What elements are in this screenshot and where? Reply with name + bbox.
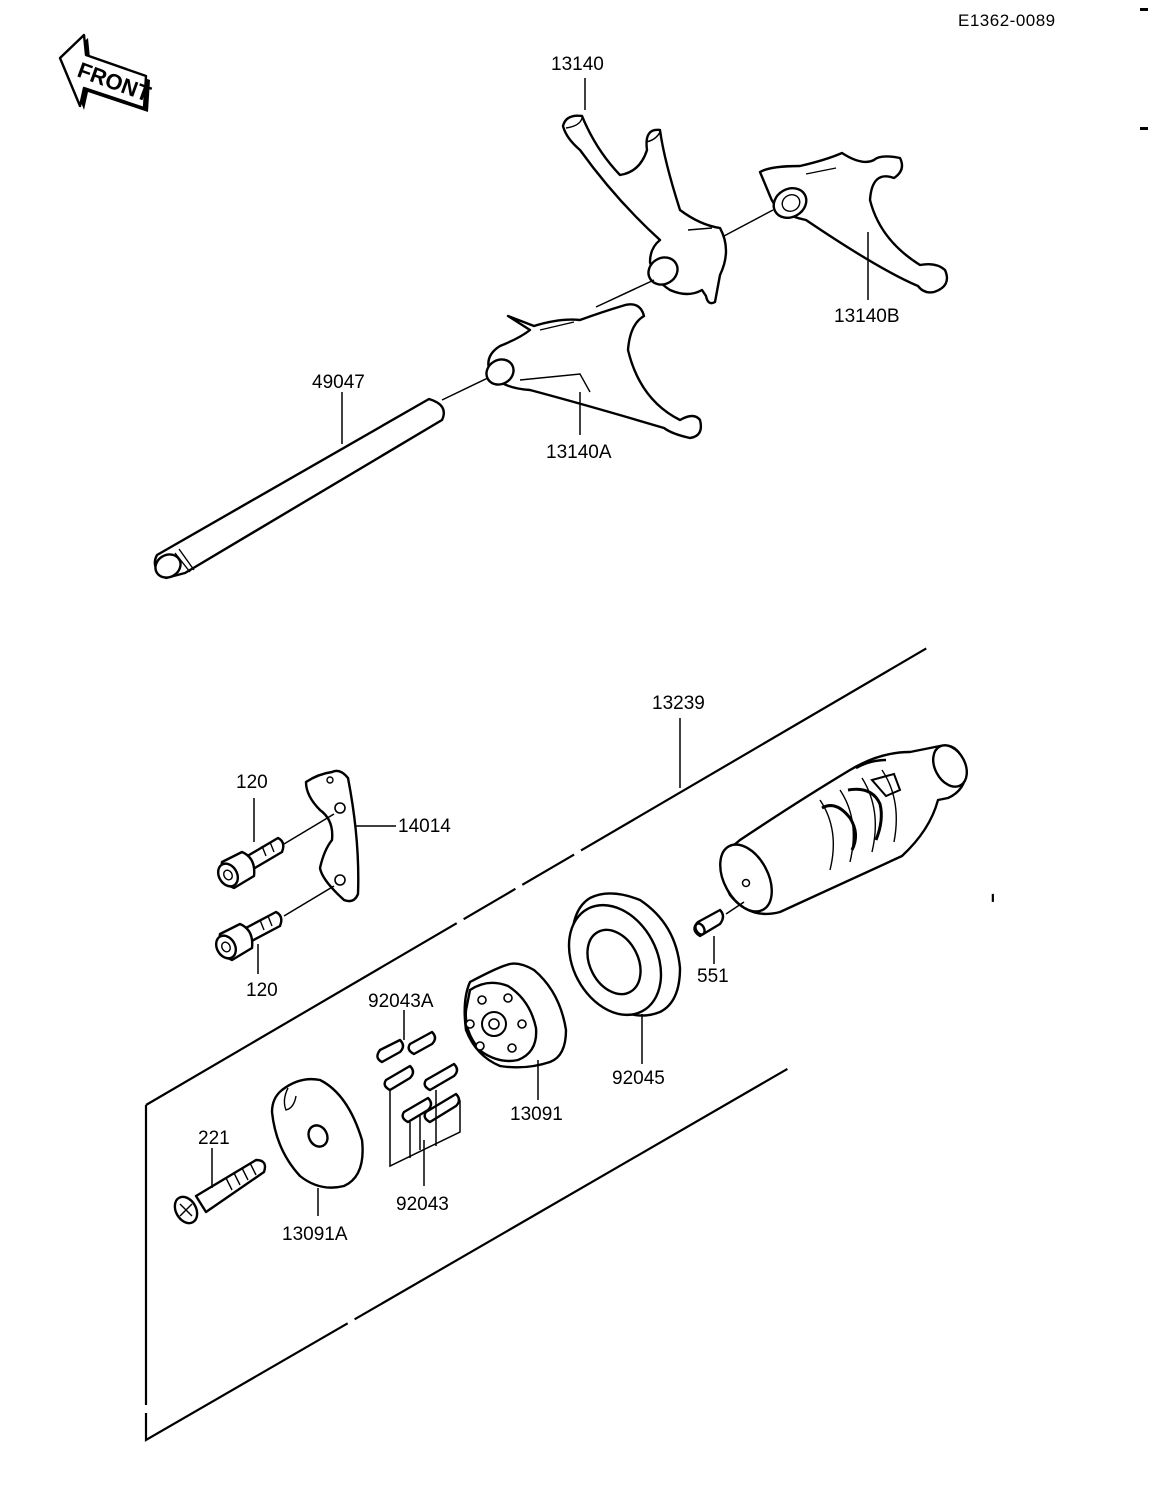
shift-fork-left: [485, 303, 703, 440]
screw-221: [173, 1158, 267, 1225]
shift-drum: [719, 744, 968, 916]
edge-mark-middle: [1140, 127, 1148, 130]
bolt-120-bottom: [214, 910, 283, 962]
label-13140B: 13140B: [834, 306, 900, 327]
label-49047: 49047: [312, 372, 365, 393]
pins-group: [376, 1010, 461, 1168]
label-13239: 13239: [652, 693, 705, 714]
drum-plate: [270, 1077, 364, 1189]
pin-holder: [463, 962, 568, 1069]
drum-pin: [693, 908, 725, 938]
shift-fork-center: [561, 114, 728, 305]
label-13091A: 13091A: [282, 1224, 348, 1245]
label-92043A: 92043A: [368, 991, 434, 1012]
label-120-bottom: 120: [246, 980, 278, 1001]
label-13140: 13140: [551, 54, 604, 75]
document-code: E1362-0089: [958, 11, 1056, 30]
drum-bearing: [567, 892, 682, 1017]
assembly-frame: [144, 608, 995, 1442]
label-92045: 92045: [612, 1068, 665, 1089]
label-92043: 92043: [396, 1194, 449, 1215]
label-221: 221: [198, 1128, 230, 1149]
label-14014: 14014: [398, 816, 451, 837]
shift-rod: [153, 397, 446, 580]
stopper-plate: [304, 769, 360, 903]
label-551: 551: [697, 966, 729, 987]
label-120-top: 120: [236, 772, 268, 793]
front-arrow-icon: FRONT: [58, 33, 155, 112]
shift-fork-right: [758, 151, 949, 294]
edge-mark-top: [1140, 8, 1148, 11]
label-13091: 13091: [510, 1104, 563, 1125]
bolt-120-top: [216, 836, 285, 890]
label-13140A: 13140A: [546, 442, 612, 463]
